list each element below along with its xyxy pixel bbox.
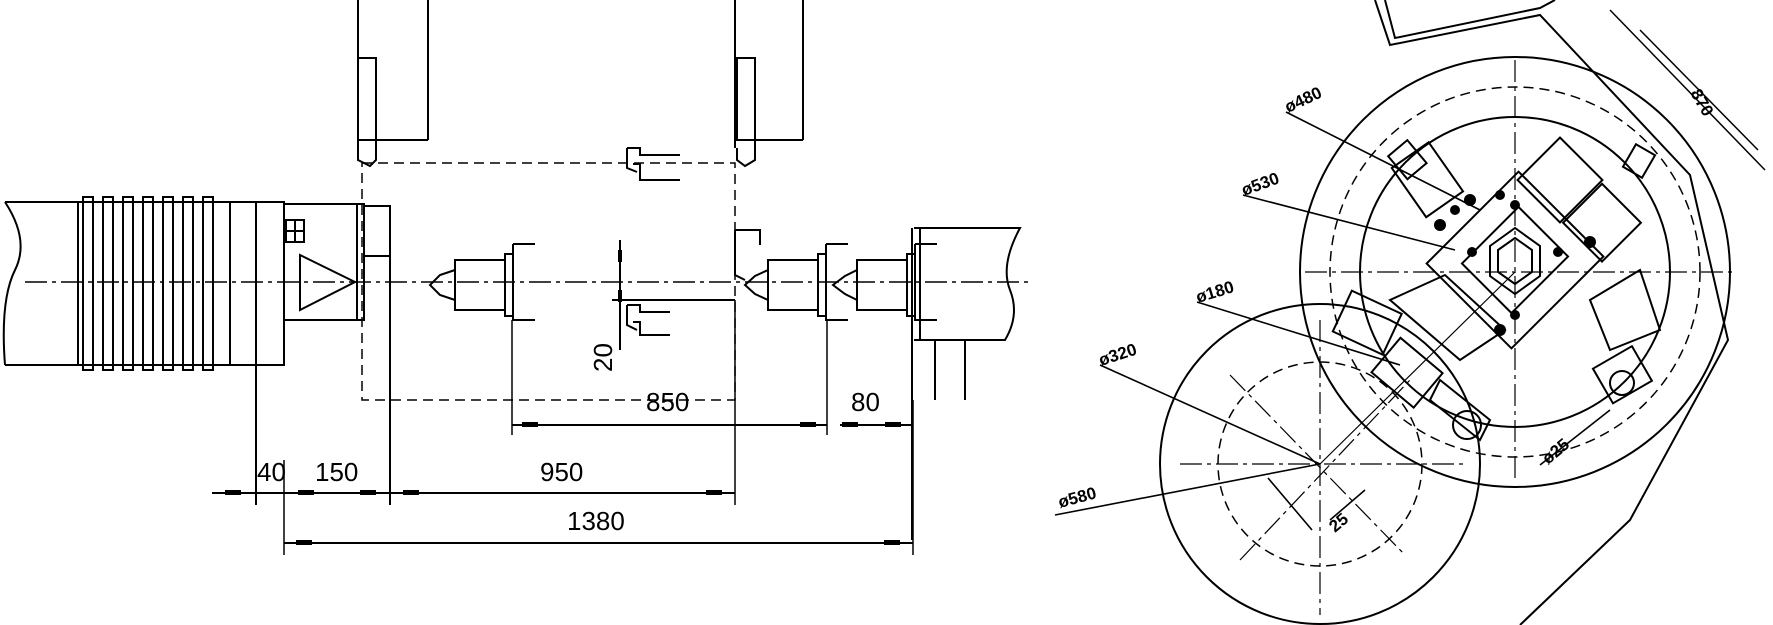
extension-lines bbox=[255, 300, 914, 555]
turret-top-view: 870 bbox=[1054, 0, 1766, 625]
dim-20: 20 bbox=[588, 343, 618, 372]
turret-tool-block bbox=[1331, 136, 1662, 442]
label-phi320: ø320 bbox=[1096, 340, 1139, 370]
label-25: 25 bbox=[1325, 509, 1352, 536]
cutting-tool-upper bbox=[626, 147, 680, 181]
dim-850: 850 bbox=[646, 387, 689, 417]
turret-centerlines bbox=[1180, 60, 1735, 615]
label-870: 870 bbox=[1687, 86, 1718, 120]
tailstock-center-1 bbox=[428, 243, 535, 321]
headstock bbox=[2, 196, 285, 505]
cutting-tool-lower bbox=[612, 240, 735, 350]
label-phi180: ø180 bbox=[1194, 277, 1237, 306]
label-phi530: ø530 bbox=[1239, 169, 1282, 200]
guard-outline: 870 bbox=[1374, 0, 1766, 625]
upper-tool-slides bbox=[357, 0, 804, 168]
dim-40: 40 bbox=[257, 457, 286, 487]
tailstock-body bbox=[911, 227, 1022, 540]
bellows-ribs bbox=[82, 196, 214, 371]
dimension-lines bbox=[212, 422, 913, 545]
live-center bbox=[283, 203, 391, 505]
lathe-side-view: 40 150 950 1380 850 80 20 bbox=[2, 0, 1030, 555]
leader-lines bbox=[1054, 111, 1611, 531]
dim-950: 950 bbox=[540, 457, 583, 487]
dim-1380: 1380 bbox=[567, 506, 625, 536]
tailstock-center-2 bbox=[734, 229, 848, 321]
dim-80: 80 bbox=[851, 387, 880, 417]
tailstock-center-3 bbox=[831, 243, 937, 321]
dim-150: 150 bbox=[315, 457, 358, 487]
label-phi480: ø480 bbox=[1282, 83, 1325, 117]
